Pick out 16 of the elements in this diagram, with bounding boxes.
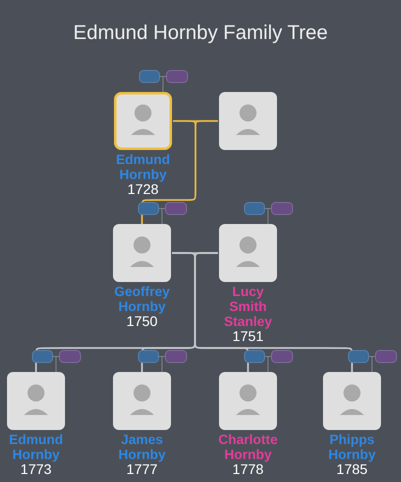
person-name: Lucy Smith Stanley bbox=[222, 284, 274, 329]
birth-year: 1778 bbox=[232, 462, 264, 477]
person-name: Edmund Hornby bbox=[115, 152, 171, 182]
birth-year: 1750 bbox=[126, 314, 158, 329]
birth-year: 1773 bbox=[20, 462, 52, 477]
title: Edmund Hornby Family Tree bbox=[73, 21, 328, 45]
connector-line bbox=[141, 120, 218, 224]
birth-year: 1751 bbox=[232, 329, 264, 344]
birth-year: 1785 bbox=[336, 462, 368, 477]
person-name: Edmund Hornby bbox=[8, 432, 64, 462]
person-name: Geoffrey Hornby bbox=[113, 284, 171, 314]
person-name: Charlotte Hornby bbox=[218, 432, 278, 462]
birth-year: 1777 bbox=[126, 462, 158, 477]
person-name: James Hornby bbox=[117, 432, 167, 462]
person-name: Phipps Hornby bbox=[327, 432, 377, 462]
birth-year: 1728 bbox=[127, 182, 159, 197]
